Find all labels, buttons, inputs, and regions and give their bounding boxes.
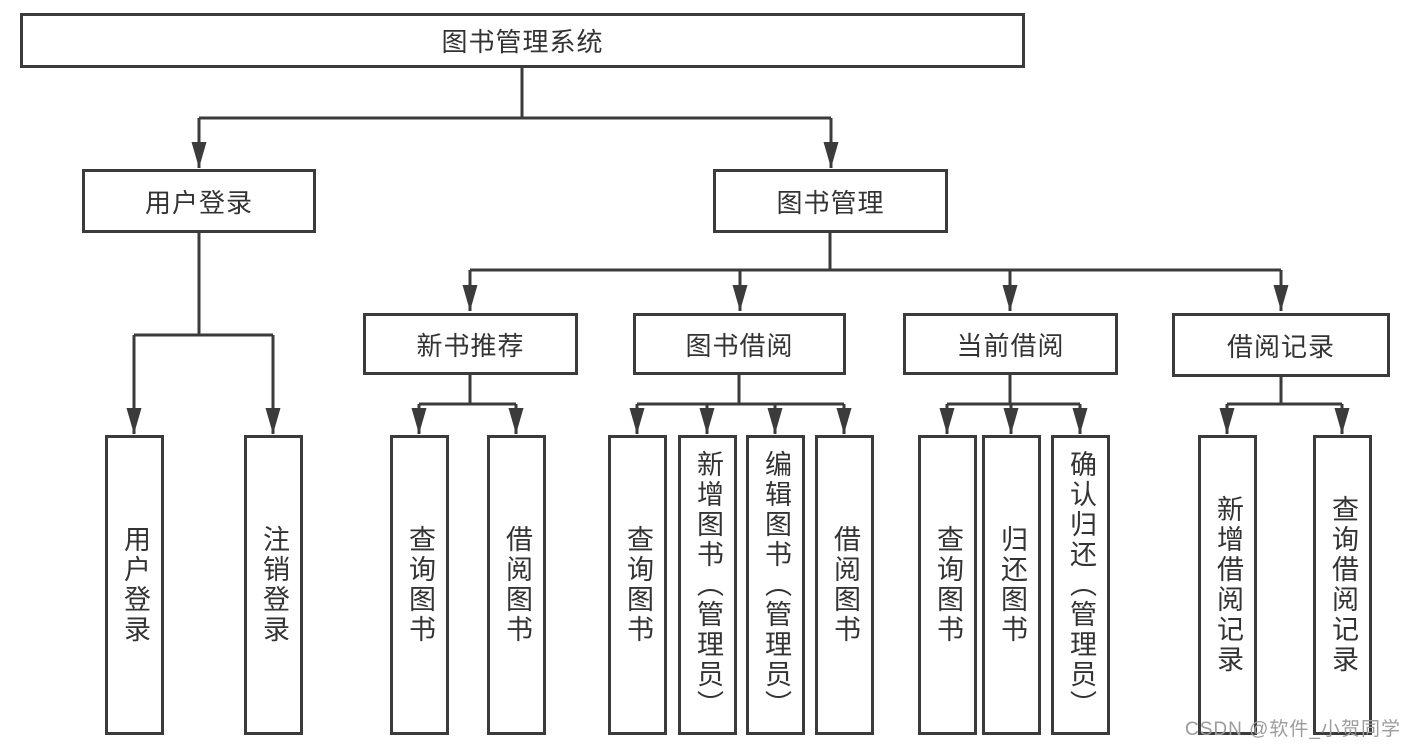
node-book-borrowing: 图书借阅 — [633, 313, 846, 375]
node-label: 确认归还（管理员） — [1066, 450, 1096, 720]
connector-book-borrow-bus — [637, 375, 844, 406]
leaf-borrow-books: 借阅图书 — [815, 435, 874, 735]
leaf-query-books: 查询图书 — [608, 435, 667, 735]
leaf-query-books: 查询图书 — [390, 435, 449, 735]
node-label: 当前借阅 — [956, 330, 1065, 361]
leaf-logout: 注销登录 — [244, 435, 303, 735]
leaf-edit-book-admin: 编辑图书（管理员） — [746, 435, 805, 735]
connector-new-book-bus — [419, 375, 516, 406]
connector-borrow-records-bus — [1227, 377, 1342, 406]
node-label: 查询借阅记录 — [1328, 495, 1358, 675]
leaf-user-login: 用户登录 — [105, 435, 164, 735]
leaf-add-borrow-record: 新增借阅记录 — [1198, 435, 1257, 735]
node-book-management: 图书管理 — [713, 169, 948, 233]
leaf-return-book: 归还图书 — [982, 435, 1041, 735]
leaf-add-book-admin: 新增图书（管理员） — [678, 435, 737, 735]
node-label: 用户登录 — [120, 525, 150, 645]
connector-current-borrow-bus — [947, 375, 1080, 406]
node-label: 注销登录 — [259, 525, 289, 645]
node-new-book-recommend: 新书推荐 — [363, 313, 578, 375]
watermark-csdn: CSDN @软件_小贺同学 — [1185, 719, 1401, 740]
node-label: 新增借阅记录 — [1213, 495, 1243, 675]
leaf-query-borrow-record: 查询借阅记录 — [1313, 435, 1372, 735]
node-library-management-system: 图书管理系统 — [20, 13, 1025, 68]
node-label: 借阅图书 — [830, 525, 860, 645]
node-borrowing-records: 借阅记录 — [1172, 313, 1390, 377]
node-label: 归还图书 — [997, 525, 1027, 645]
leaf-query-books: 查询图书 — [918, 435, 977, 735]
connector-user-login-bus — [134, 233, 273, 337]
node-label: 借阅图书 — [502, 525, 532, 645]
node-user-login: 用户登录 — [82, 169, 316, 233]
connector-root-bus — [199, 67, 831, 120]
connector-book-mgmt-bus — [470, 233, 1281, 272]
node-label: 编辑图书（管理员） — [761, 450, 791, 720]
node-label: 图书管理系统 — [441, 27, 604, 57]
node-label: 查询图书 — [405, 525, 435, 645]
node-label: 查询图书 — [933, 525, 963, 645]
node-label: 用户登录 — [144, 187, 253, 218]
node-label: 图书管理 — [776, 187, 885, 218]
leaf-borrow-books: 借阅图书 — [487, 435, 546, 735]
node-label: 新书推荐 — [416, 330, 525, 361]
node-label: 借阅记录 — [1226, 331, 1335, 362]
node-label: 查询图书 — [623, 525, 653, 645]
leaf-confirm-return-admin: 确认归还（管理员） — [1051, 435, 1110, 735]
node-current-borrowing: 当前借阅 — [903, 313, 1118, 375]
node-label: 新增图书（管理员） — [693, 450, 723, 720]
node-label: 图书借阅 — [685, 330, 794, 361]
